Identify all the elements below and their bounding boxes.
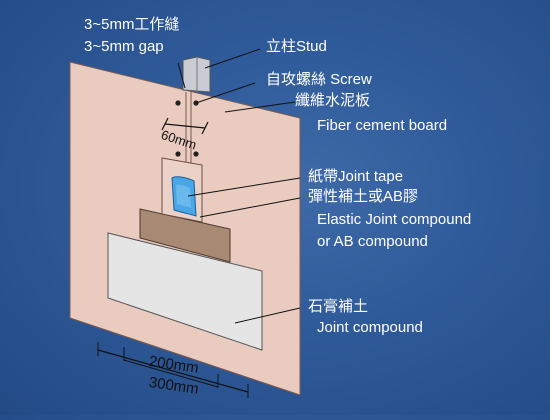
- screw-3: [175, 151, 181, 157]
- elastic-compound-layer: [139, 208, 231, 263]
- joint-compound-layer: [107, 232, 263, 351]
- leader-joint: [234, 307, 301, 324]
- leader-board: [224, 101, 296, 113]
- gap-label-en: 3~5mm gap: [84, 38, 164, 55]
- elastic-label-zh: 彈性補土或AB膠: [308, 188, 419, 205]
- leader-elastic: [199, 197, 301, 218]
- gap-label-zh: 3~5mm工作縫: [84, 16, 180, 33]
- screw-1: [175, 100, 181, 106]
- board-label-en: Fiber cement board: [317, 117, 448, 134]
- screw-4: [193, 151, 199, 157]
- screw-label: 自攻螺絲 Screw: [266, 71, 372, 88]
- tape-label: 紙帶Joint tape: [308, 168, 404, 185]
- leader-gap: [177, 62, 186, 89]
- leader-stud: [204, 48, 261, 69]
- joint-label-zh: 石膏補土: [308, 298, 369, 315]
- joint-label-en: Joint compound: [317, 319, 423, 336]
- leader-screw: [195, 82, 256, 104]
- leader-tape: [187, 177, 301, 197]
- elastic-label-en1: Elastic Joint compound: [317, 211, 472, 228]
- board-label-zh: 纖維水泥板: [295, 92, 371, 109]
- stud-label: 立柱Stud: [266, 38, 327, 55]
- elastic-label-en2: or AB compound: [317, 233, 428, 250]
